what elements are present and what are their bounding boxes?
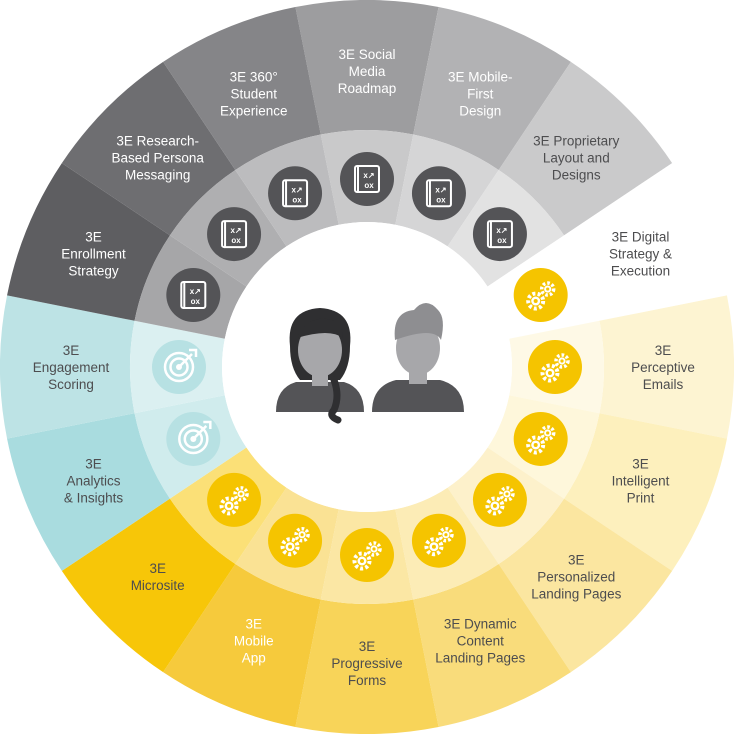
segment-15 (61, 61, 236, 236)
gears-icon (409, 511, 468, 570)
strategy-icon (165, 267, 222, 324)
segment-10 (163, 564, 321, 727)
gears-icon (338, 526, 396, 584)
gears-icon (511, 409, 570, 468)
segment-3 (498, 61, 673, 236)
gears-icon (526, 338, 584, 396)
strategy-icon (267, 165, 324, 222)
center-circle (222, 222, 512, 512)
segment-6 (564, 413, 727, 571)
gears-icon (205, 470, 264, 529)
gears-icon (511, 266, 570, 325)
strategy-icon (339, 151, 395, 207)
target-icon (150, 338, 208, 396)
segment-14 (7, 163, 170, 321)
segment-11 (61, 498, 236, 673)
segment-7 (498, 498, 673, 673)
strategy-icon (471, 206, 528, 263)
segment-16 (163, 7, 321, 170)
segment-13 (0, 295, 135, 439)
segment-12 (7, 413, 170, 571)
female-user-icon (276, 308, 364, 424)
strategy-icon (206, 206, 263, 263)
target-icon (165, 410, 222, 468)
segment-5 (599, 295, 734, 439)
gears-icon (470, 470, 529, 529)
male-user-icon (372, 303, 464, 412)
segment-2 (413, 7, 571, 170)
gears-icon (266, 511, 325, 570)
segment-9 (295, 599, 439, 734)
segment-8 (413, 564, 571, 727)
segment-1 (295, 0, 439, 135)
strategy-icon (410, 165, 467, 222)
segment-4 (564, 163, 727, 321)
